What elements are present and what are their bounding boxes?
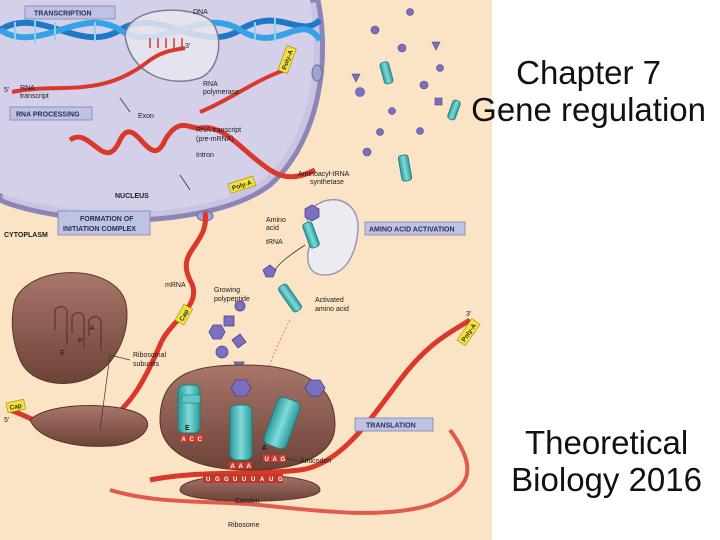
label-pre-mrna-1: RNA transcript bbox=[196, 127, 241, 134]
label-pre-mrna-2: (pre-mRNA) bbox=[196, 136, 234, 143]
mrna-translated-strand bbox=[149, 317, 472, 483]
chapter-title-line2: Gene regulation bbox=[471, 90, 706, 128]
label-three-prime-right: 3' bbox=[466, 311, 471, 318]
mrna-lower-loop bbox=[109, 428, 470, 515]
svg-text:A: A bbox=[260, 477, 265, 483]
label-box-translation: TRANSLATION bbox=[354, 417, 434, 432]
svg-text:A: A bbox=[182, 437, 187, 443]
activated-amino-acid-trna bbox=[262, 264, 302, 313]
small-ribosomal-subunit bbox=[29, 405, 148, 447]
label-site-a: A bbox=[90, 325, 95, 332]
pre-mrna-strand bbox=[68, 122, 317, 180]
anticodon-middle: A A A bbox=[229, 462, 252, 470]
label-amino-acid-1: Amino bbox=[266, 217, 286, 224]
label-ribosome: Ribosome bbox=[228, 522, 260, 529]
tag-cap-left: Cap bbox=[5, 398, 27, 414]
label-rna-processing: RNA PROCESSING bbox=[16, 112, 80, 119]
svg-text:G: G bbox=[281, 457, 286, 463]
label-translation: TRANSLATION bbox=[366, 423, 416, 430]
label-intron: Intron bbox=[196, 152, 214, 159]
label-anticodon: Anticodon bbox=[300, 458, 331, 465]
label-box-transcription: TRANSCRIPTION bbox=[24, 5, 116, 20]
label-growing-1: Growing bbox=[214, 287, 240, 294]
label-site-a2: A bbox=[262, 445, 267, 452]
svg-text:U: U bbox=[251, 477, 255, 483]
label-codon: Condon bbox=[235, 498, 260, 505]
trna-left bbox=[177, 384, 201, 434]
label-cytoplasm: CYTOPLASM bbox=[4, 232, 48, 239]
svg-text:A: A bbox=[247, 464, 252, 470]
svg-text:U: U bbox=[233, 477, 237, 483]
svg-text:Cap: Cap bbox=[9, 402, 22, 411]
svg-text:U: U bbox=[242, 477, 246, 483]
nuclear-pores bbox=[196, 64, 323, 222]
label-nucleus: NUCLEUS bbox=[115, 193, 149, 200]
transcription-bubble-bases bbox=[149, 38, 183, 48]
label-activated-1: Activated bbox=[315, 297, 344, 304]
label-site-p: P bbox=[78, 338, 83, 345]
label-synthetase-1: Aminoacyl-tRNA bbox=[298, 171, 350, 178]
label-trna: tRNA bbox=[266, 239, 283, 246]
rna-transcript-strand bbox=[11, 46, 186, 94]
trna-middle bbox=[229, 379, 253, 461]
label-formation-1: FORMATION OF bbox=[80, 216, 134, 223]
course-title-line1: Theoretical bbox=[524, 424, 689, 461]
svg-text:A: A bbox=[273, 457, 278, 463]
svg-text:C: C bbox=[190, 437, 195, 443]
free-trnas bbox=[379, 61, 461, 182]
growing-polypeptide bbox=[208, 300, 256, 384]
course-title: Theoretical Biology 2016 bbox=[511, 424, 702, 499]
free-amino-acids bbox=[351, 8, 444, 180]
label-synthetase-2: synthetase bbox=[310, 179, 344, 186]
anticodon-pointer bbox=[284, 457, 299, 462]
gene-expression-diagram: TRANSCRIPTION RNA PROCESSING FORMATION O… bbox=[0, 0, 492, 540]
svg-text:G: G bbox=[224, 477, 229, 483]
label-ribosomal-1: Ribosomal bbox=[133, 352, 167, 359]
label-site-e: E bbox=[60, 350, 65, 357]
label-rna-polymerase-2: polymerase bbox=[203, 89, 239, 96]
label-rna-transcript-1: RNA bbox=[20, 85, 35, 92]
nucleus-inner bbox=[0, 0, 314, 212]
chapter-title: Chapter 7 Gene regulation bbox=[471, 54, 706, 129]
label-mrna: mRNA bbox=[165, 282, 186, 289]
trna-right bbox=[263, 379, 326, 450]
label-box-rna-processing: RNA PROCESSING bbox=[9, 106, 93, 121]
svg-text:G: G bbox=[215, 477, 220, 483]
svg-text:C: C bbox=[198, 437, 203, 443]
anticodon-right: U A G bbox=[263, 455, 286, 463]
trna-in-synthetase bbox=[302, 204, 320, 249]
label-activated-2: amino acid bbox=[315, 306, 349, 313]
anticodon-left: A C C bbox=[180, 435, 203, 443]
label-transcription: TRANSCRIPTION bbox=[34, 11, 92, 18]
svg-text:A: A bbox=[231, 464, 236, 470]
rna-transcript-tail bbox=[199, 68, 286, 114]
ribosomal-subunits-pointer bbox=[99, 354, 131, 431]
label-site-e2: E bbox=[185, 425, 190, 432]
label-exon: Exon bbox=[138, 113, 154, 120]
chapter-title-line1: Chapter 7 bbox=[516, 54, 662, 91]
label-dna: DNA bbox=[193, 9, 208, 16]
label-rna-polymerase-1: RNA bbox=[203, 81, 218, 88]
process-arrows bbox=[119, 97, 306, 381]
label-five-prime-left: 5' bbox=[4, 417, 9, 424]
svg-text:U: U bbox=[265, 457, 269, 463]
svg-text:G: G bbox=[278, 477, 283, 483]
label-box-amino-acid-activation: AMINO ACID ACTIVATION bbox=[364, 221, 466, 236]
label-three-prime-dna: 3' bbox=[185, 43, 190, 50]
label-formation-2: INITIATION COMPLEX bbox=[63, 226, 136, 233]
label-five-prime-rna: 5' bbox=[4, 87, 9, 94]
label-ribosomal-2: subunits bbox=[133, 361, 160, 368]
label-amino-acid-activation: AMINO ACID ACTIVATION bbox=[369, 227, 455, 234]
svg-text:U: U bbox=[269, 477, 273, 483]
svg-text:U: U bbox=[206, 477, 210, 483]
large-ribosomal-subunit bbox=[11, 272, 128, 384]
svg-text:A: A bbox=[239, 464, 244, 470]
course-title-line2: Biology 2016 bbox=[511, 460, 702, 498]
label-growing-2: polypeptide bbox=[214, 296, 250, 303]
label-rna-transcript-2: transcript bbox=[20, 93, 49, 100]
label-box-formation: FORMATION OF INITIATION COMPLEX bbox=[57, 210, 151, 236]
codon-strip: U G G U U U A U G bbox=[203, 474, 283, 483]
label-amino-acid-2: acid bbox=[266, 225, 279, 232]
